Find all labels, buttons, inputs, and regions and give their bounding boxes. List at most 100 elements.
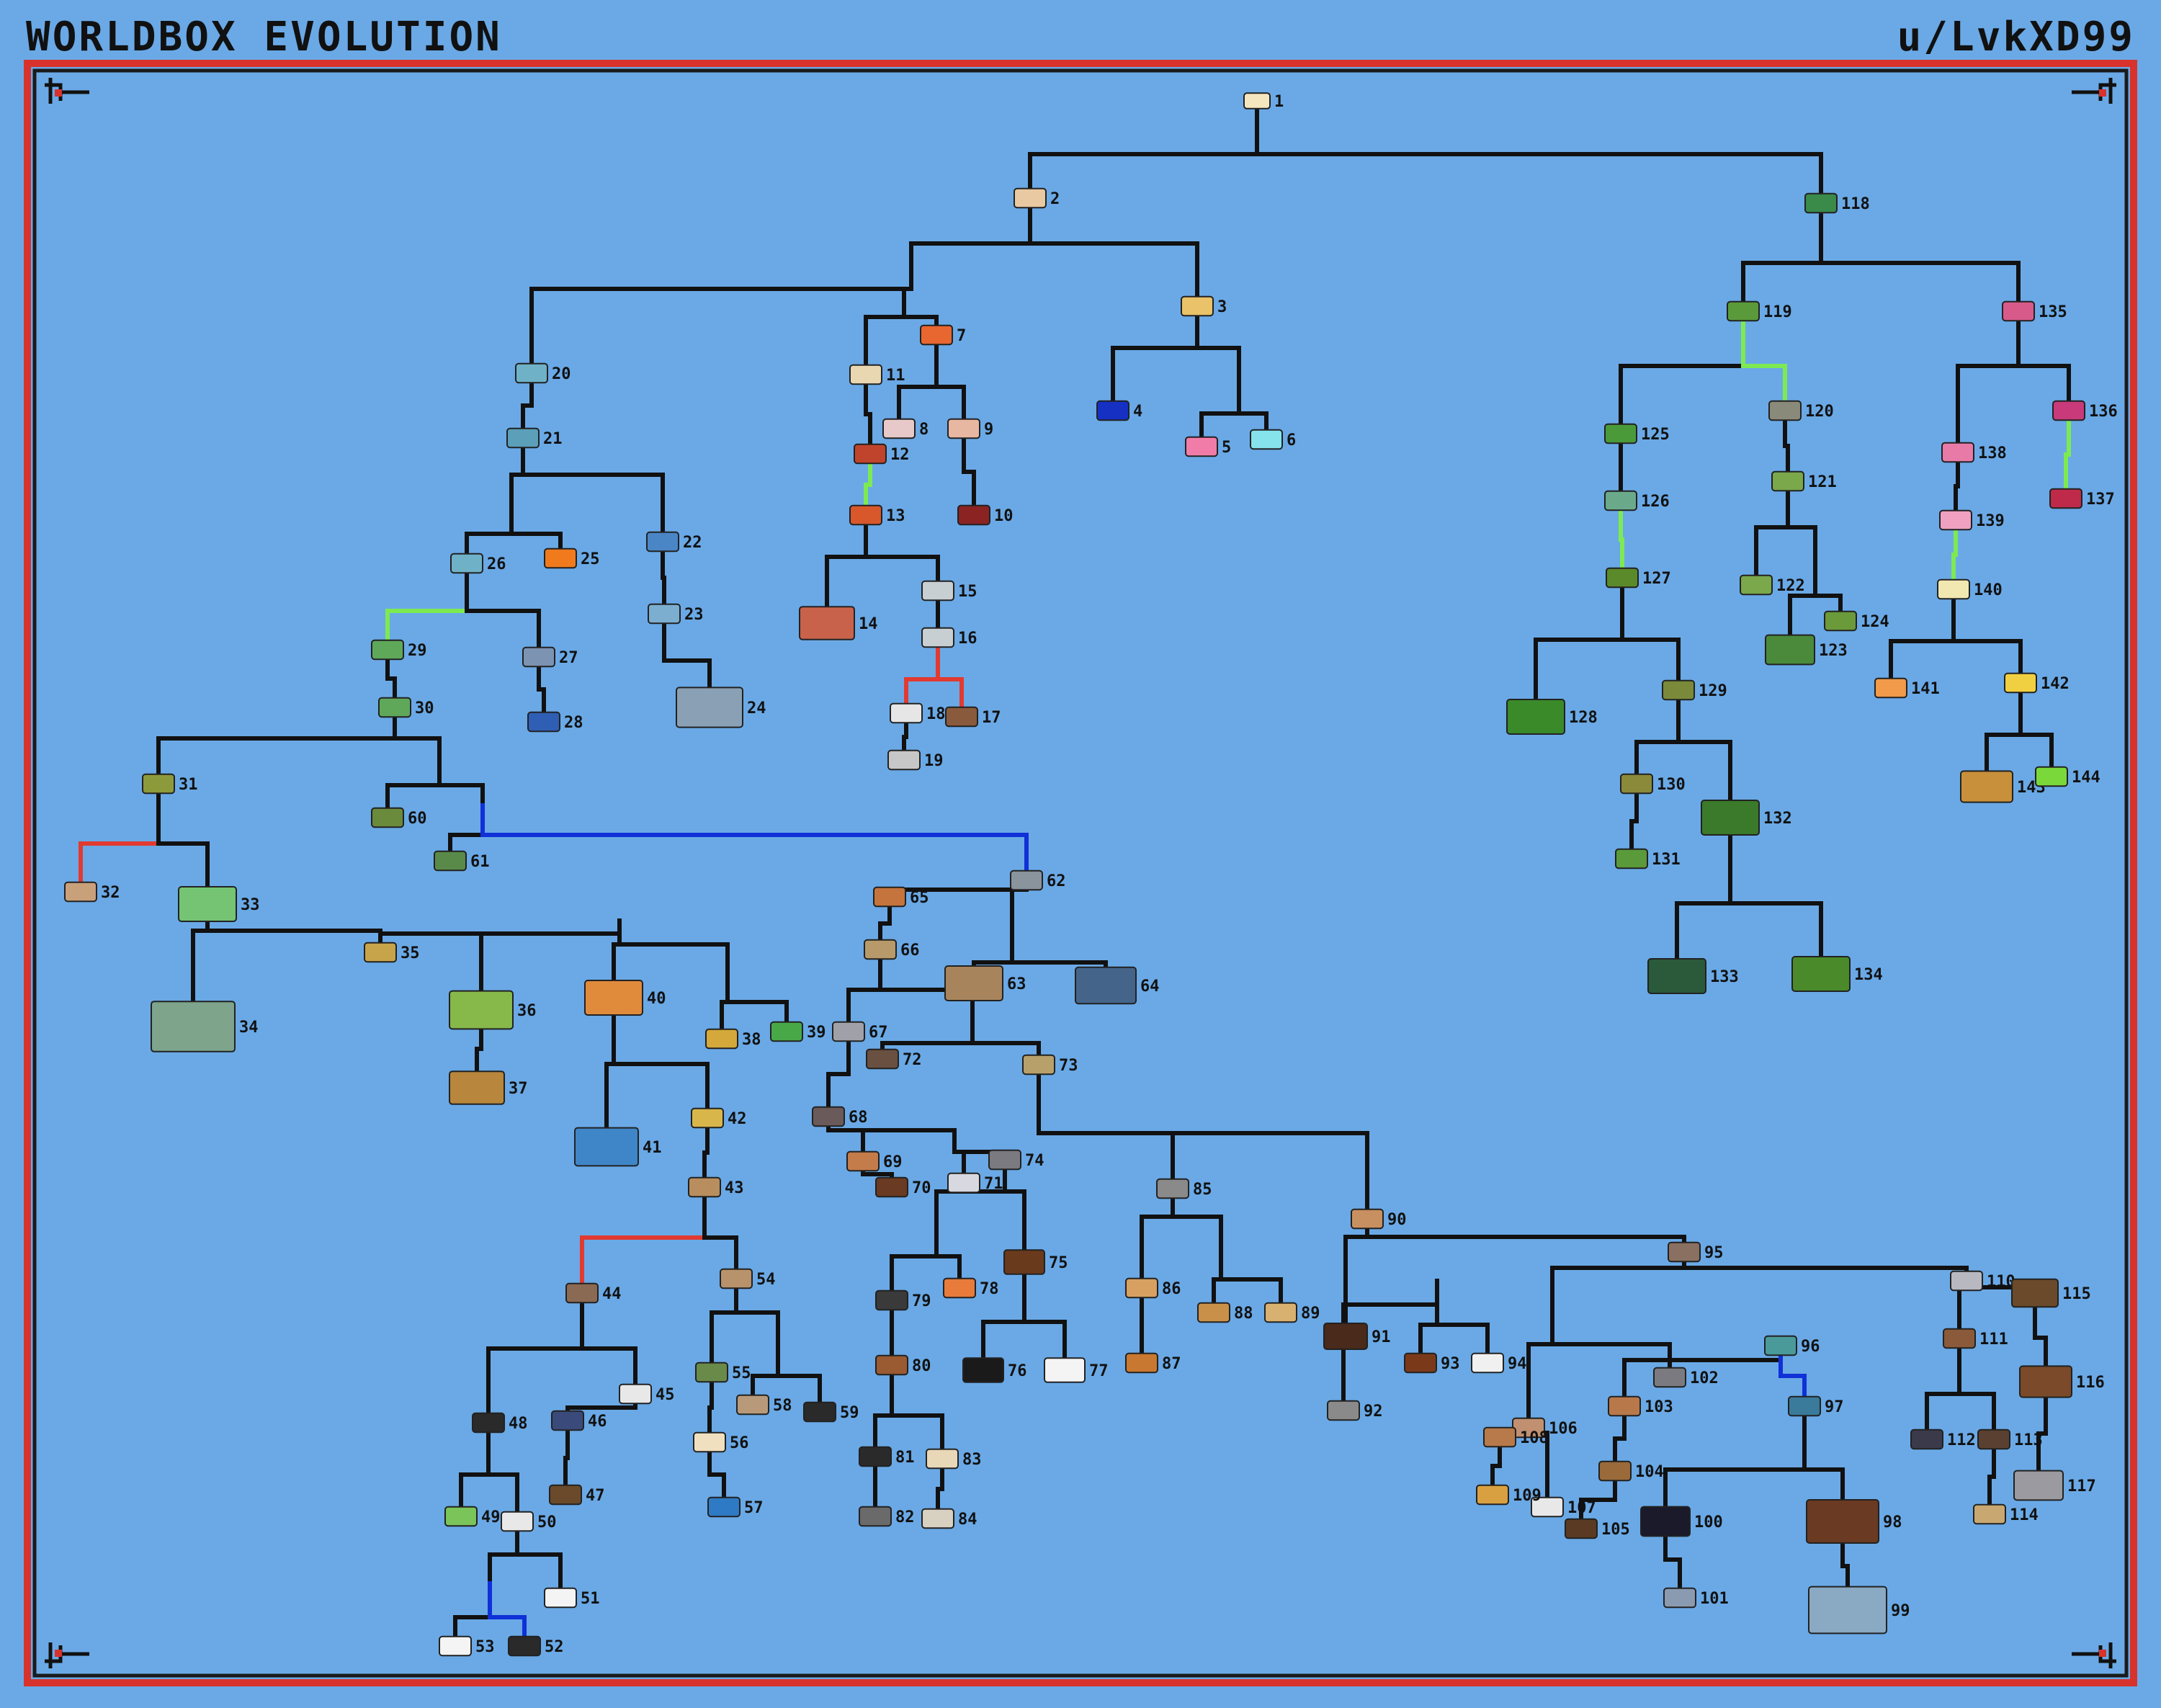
species-node[interactable]: 120 — [1768, 400, 1834, 421]
species-node[interactable]: 125 — [1604, 423, 1670, 444]
species-node[interactable]: 65 — [873, 886, 929, 908]
species-node[interactable]: 87 — [1125, 1352, 1181, 1374]
species-node[interactable]: 104 — [1598, 1460, 1664, 1482]
species-node[interactable]: 68 — [812, 1106, 868, 1127]
species-node[interactable]: 53 — [439, 1635, 495, 1657]
species-node[interactable]: 135 — [2002, 300, 2067, 322]
species-node[interactable]: 143 — [1960, 770, 2046, 803]
species-node[interactable]: 1 — [1243, 92, 1284, 111]
species-node[interactable]: 72 — [866, 1048, 922, 1070]
species-node[interactable]: 13 — [849, 504, 905, 526]
species-node[interactable]: 60 — [371, 807, 427, 828]
species-node[interactable]: 15 — [921, 580, 977, 602]
species-node[interactable]: 56 — [693, 1431, 749, 1453]
species-node[interactable]: 61 — [434, 850, 490, 872]
species-node[interactable]: 3 — [1181, 295, 1227, 317]
species-node[interactable]: 144 — [2035, 766, 2100, 787]
species-node[interactable]: 48 — [472, 1412, 528, 1434]
species-node[interactable]: 117 — [2013, 1470, 2096, 1501]
species-node[interactable]: 124 — [1824, 610, 1889, 632]
species-node[interactable]: 108 — [1483, 1426, 1549, 1448]
species-node[interactable]: 41 — [574, 1127, 662, 1167]
species-node[interactable]: 133 — [1647, 958, 1739, 994]
species-node[interactable]: 89 — [1264, 1302, 1320, 1323]
species-node[interactable]: 84 — [921, 1508, 977, 1529]
species-node[interactable]: 57 — [707, 1496, 764, 1518]
species-node[interactable]: 9 — [947, 418, 993, 439]
species-node[interactable]: 25 — [544, 547, 600, 569]
species-node[interactable]: 96 — [1764, 1335, 1820, 1356]
species-node[interactable]: 8 — [882, 418, 929, 439]
species-node[interactable]: 18 — [890, 702, 946, 724]
species-node[interactable]: 19 — [887, 749, 944, 771]
species-node[interactable]: 110 — [1950, 1270, 2015, 1292]
species-node[interactable]: 26 — [450, 553, 506, 574]
species-node[interactable]: 121 — [1771, 470, 1837, 492]
species-node[interactable]: 136 — [2052, 400, 2118, 421]
species-node[interactable]: 45 — [619, 1383, 675, 1405]
species-node[interactable]: 42 — [691, 1107, 747, 1129]
species-node[interactable]: 137 — [2049, 488, 2115, 509]
species-node[interactable]: 70 — [875, 1176, 931, 1198]
species-node[interactable]: 107 — [1531, 1496, 1596, 1518]
species-node[interactable]: 115 — [2011, 1278, 2091, 1308]
species-node[interactable]: 10 — [957, 504, 1014, 526]
species-node[interactable]: 22 — [646, 531, 702, 553]
species-node[interactable]: 140 — [1937, 578, 2003, 600]
species-node[interactable]: 6 — [1250, 429, 1296, 450]
species-node[interactable]: 81 — [859, 1446, 915, 1467]
species-node[interactable]: 94 — [1471, 1352, 1527, 1374]
species-node[interactable]: 64 — [1075, 966, 1160, 1005]
species-node[interactable]: 33 — [178, 886, 260, 922]
species-node[interactable]: 113 — [1977, 1428, 2043, 1450]
species-node[interactable]: 93 — [1404, 1352, 1460, 1374]
species-node[interactable]: 105 — [1565, 1518, 1630, 1539]
species-node[interactable]: 32 — [64, 881, 120, 903]
species-node[interactable]: 112 — [1910, 1428, 1976, 1450]
species-node[interactable]: 123 — [1765, 634, 1848, 666]
species-node[interactable]: 35 — [364, 942, 420, 963]
species-node[interactable]: 85 — [1156, 1178, 1212, 1199]
species-node[interactable]: 71 — [947, 1172, 1003, 1194]
species-node[interactable]: 66 — [864, 939, 920, 960]
species-node[interactable]: 97 — [1788, 1395, 1844, 1417]
species-node[interactable]: 118 — [1804, 192, 1870, 214]
species-node[interactable]: 69 — [846, 1150, 903, 1172]
species-node[interactable]: 43 — [688, 1176, 744, 1198]
species-node[interactable]: 82 — [859, 1506, 915, 1527]
species-node[interactable]: 101 — [1663, 1587, 1729, 1609]
species-node[interactable]: 130 — [1620, 773, 1686, 795]
species-node[interactable]: 109 — [1476, 1484, 1542, 1506]
species-node[interactable]: 38 — [705, 1028, 761, 1050]
species-node[interactable]: 39 — [770, 1021, 826, 1042]
species-node[interactable]: 142 — [2004, 672, 2070, 694]
species-node[interactable]: 91 — [1323, 1323, 1391, 1350]
species-node[interactable]: 139 — [1939, 509, 2005, 531]
species-node[interactable]: 106 — [1512, 1417, 1578, 1439]
species-node[interactable]: 4 — [1096, 400, 1142, 421]
species-node[interactable]: 63 — [944, 965, 1026, 1001]
species-node[interactable]: 36 — [449, 990, 537, 1030]
species-node[interactable]: 119 — [1727, 300, 1792, 322]
species-node[interactable]: 23 — [648, 603, 704, 625]
species-node[interactable]: 95 — [1668, 1241, 1724, 1263]
species-node[interactable]: 114 — [1973, 1503, 2039, 1525]
species-node[interactable]: 122 — [1740, 574, 1805, 596]
species-node[interactable]: 34 — [151, 1001, 259, 1052]
species-node[interactable]: 78 — [943, 1277, 999, 1299]
species-node[interactable]: 126 — [1604, 490, 1670, 511]
species-node[interactable]: 88 — [1197, 1302, 1253, 1323]
species-node[interactable]: 128 — [1506, 699, 1598, 735]
species-node[interactable]: 77 — [1044, 1357, 1109, 1383]
species-node[interactable]: 12 — [854, 443, 910, 465]
species-node[interactable]: 52 — [508, 1635, 564, 1657]
species-node[interactable]: 80 — [875, 1354, 931, 1376]
species-node[interactable]: 37 — [449, 1070, 528, 1105]
species-node[interactable]: 99 — [1808, 1586, 1910, 1635]
species-node[interactable]: 129 — [1662, 679, 1727, 701]
species-node[interactable]: 58 — [736, 1394, 792, 1416]
species-node[interactable]: 29 — [371, 639, 427, 661]
species-node[interactable]: 103 — [1608, 1395, 1673, 1417]
species-node[interactable]: 50 — [501, 1511, 557, 1532]
species-node[interactable]: 51 — [544, 1587, 600, 1609]
